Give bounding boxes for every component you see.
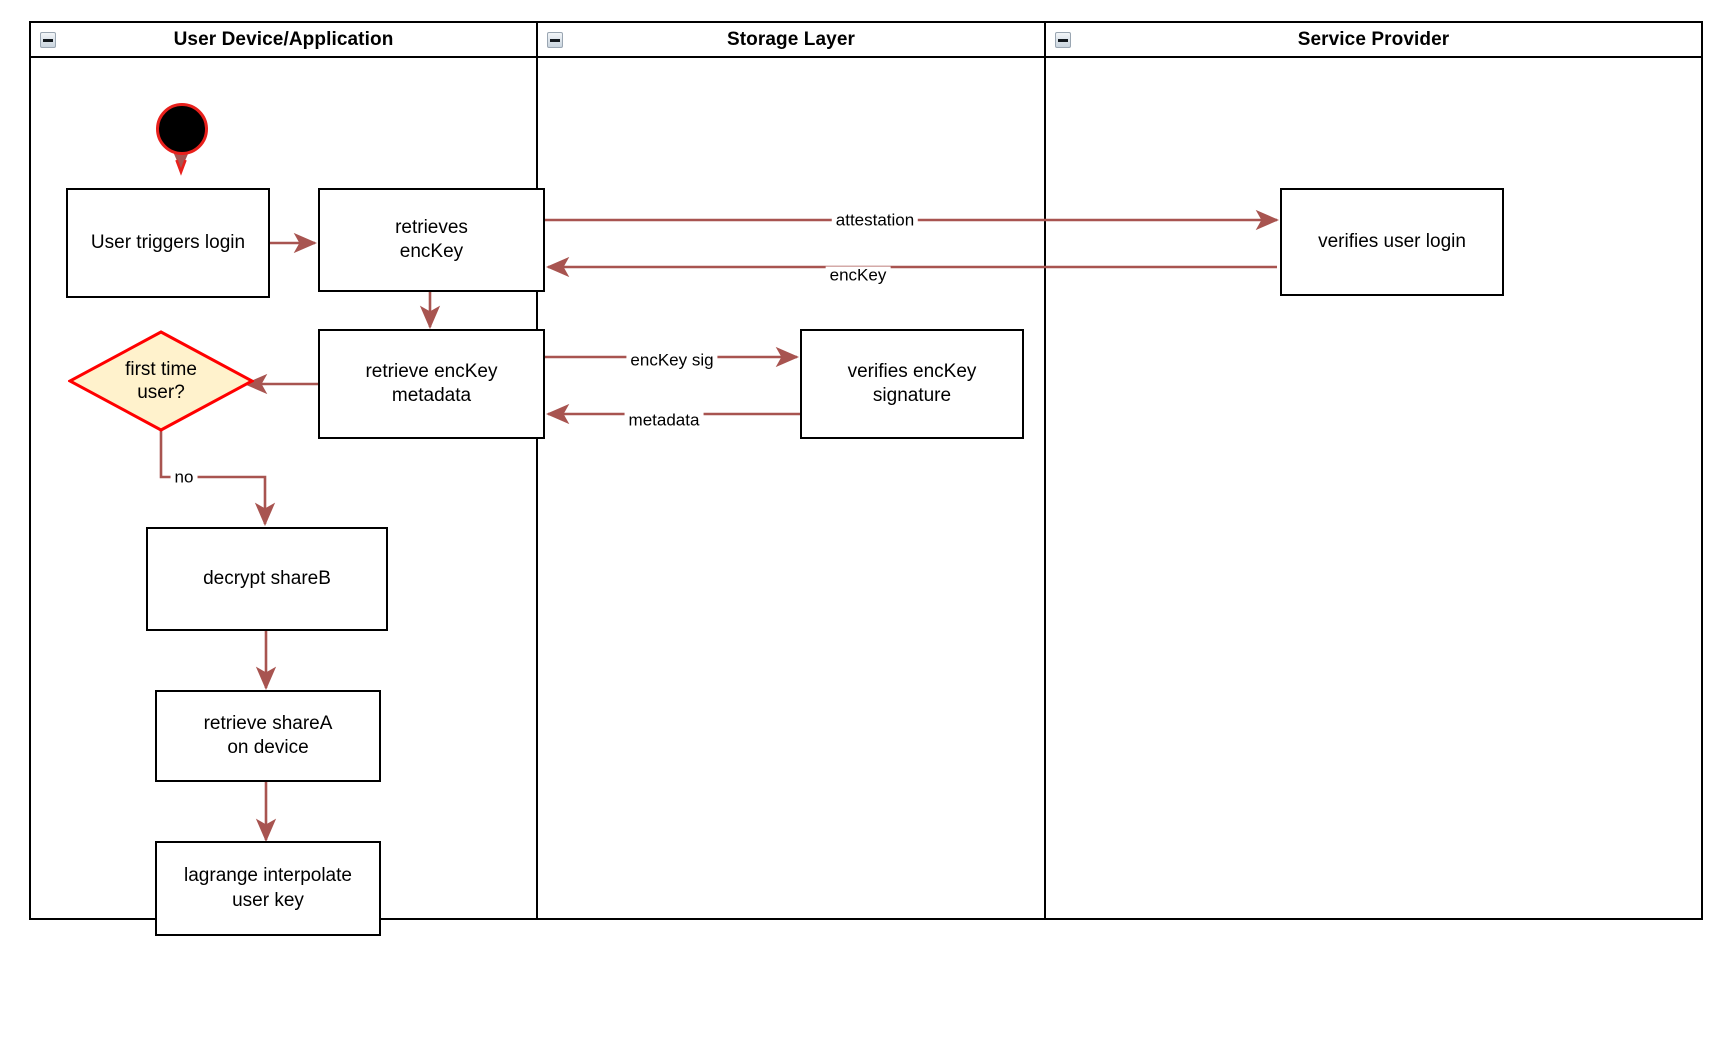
swimlane-user-device[interactable]: User Device/Application <box>31 23 536 918</box>
swimlane-header-user-device: User Device/Application <box>31 23 536 58</box>
edge-label-enckey: encKey <box>825 266 891 284</box>
collapse-minus-icon[interactable] <box>40 32 56 48</box>
swimlane-storage-layer[interactable]: Storage Layer <box>536 23 1044 918</box>
edge-label-no: no <box>170 468 198 486</box>
node-retrieves-enckey[interactable]: retrieves encKey <box>318 188 545 292</box>
swimlane-header-storage-layer: Storage Layer <box>538 23 1044 58</box>
swimlane-title-storage-layer: Storage Layer <box>726 28 856 50</box>
node-lagrange-interpolate-user-key[interactable]: lagrange interpolate user key <box>155 841 381 936</box>
node-retrieve-enckey-metadata[interactable]: retrieve encKey metadata <box>318 329 545 439</box>
node-user-triggers-login[interactable]: User triggers login <box>66 188 270 298</box>
node-decrypt-shareb[interactable]: decrypt shareB <box>146 527 388 631</box>
swimlane-title-user-device: User Device/Application <box>173 28 394 50</box>
node-verifies-user-login[interactable]: verifies user login <box>1280 188 1504 296</box>
collapse-minus-icon[interactable] <box>547 32 563 48</box>
swimlane-header-service-provider: Service Provider <box>1046 23 1701 58</box>
swimlane-service-provider[interactable]: Service Provider <box>1044 23 1701 918</box>
edge-label-metadata: metadata <box>624 411 704 429</box>
edge-label-attestation: attestation <box>831 211 919 229</box>
node-retrieve-sharea-on-device[interactable]: retrieve shareA on device <box>155 690 381 782</box>
edge-label-enckey-sig: encKey sig <box>626 351 718 369</box>
node-first-time-user[interactable]: first time user? <box>68 330 254 432</box>
start-node[interactable] <box>156 103 208 155</box>
decision-diamond-shape <box>68 330 254 432</box>
swimlane-title-service-provider: Service Provider <box>1297 28 1450 50</box>
node-first-time-user-label: first time user? <box>125 358 197 403</box>
collapse-minus-icon[interactable] <box>1055 32 1071 48</box>
swimlane-frame: User Device/Application Storage Layer Se… <box>29 21 1703 920</box>
node-verifies-enckey-signature[interactable]: verifies encKey signature <box>800 329 1024 439</box>
